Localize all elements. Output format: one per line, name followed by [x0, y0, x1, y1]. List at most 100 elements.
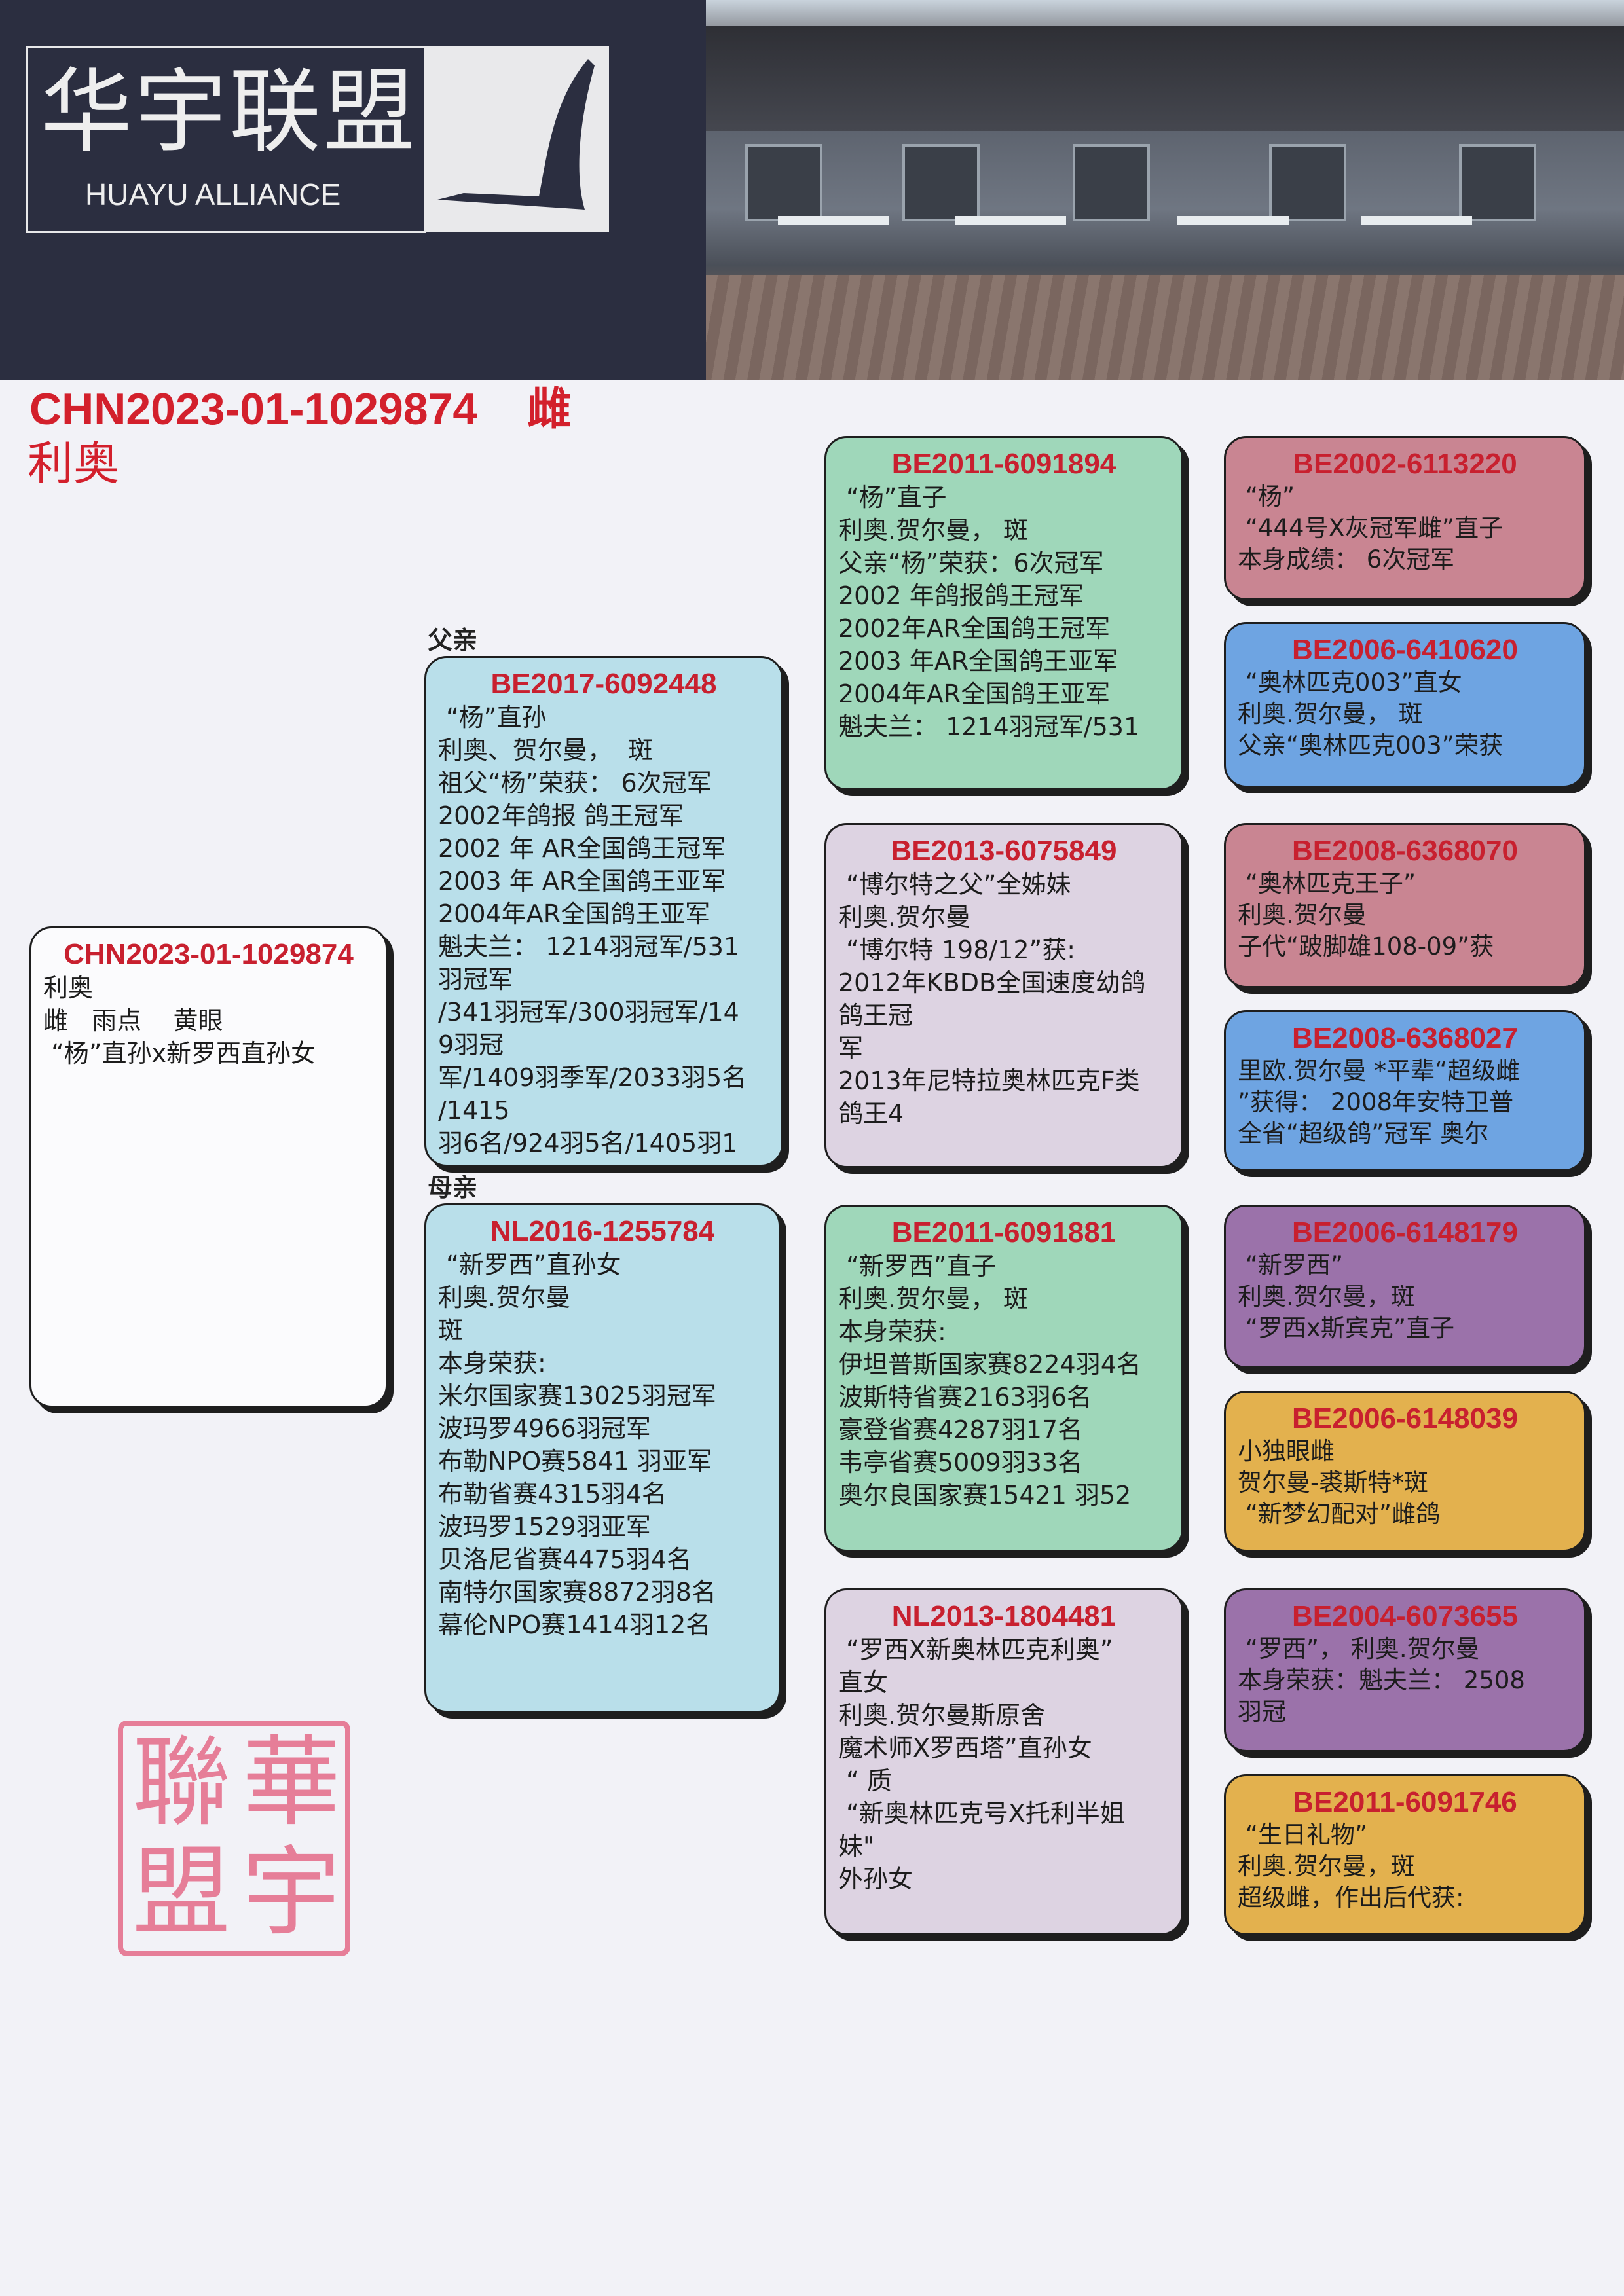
card-line: “新罗西”直孙女 [438, 1250, 621, 1279]
ring-number: BE2013-6075849 [891, 835, 1117, 867]
card-line: 羽冠 [1238, 1698, 1286, 1726]
card-line: 利奥.贺尔曼斯原舍 [838, 1701, 1046, 1730]
card-line: 波玛罗4966羽冠军 [438, 1414, 651, 1443]
card-line: “奥林匹克王子” [1238, 869, 1416, 898]
card-line: 直女 [838, 1668, 889, 1697]
ring-number: BE2008-6368070 [1292, 835, 1518, 867]
card-line: 小独眼雌 [1238, 1437, 1335, 1465]
ring-number: BE2011-6091746 [1293, 1786, 1517, 1818]
card-line: 羽冠军 [438, 965, 513, 994]
card-line: 布勒NPO赛5841 羽亚军 [438, 1447, 712, 1476]
card-line: 利奥 [43, 974, 94, 1002]
paternal-grandmother-card: BE2013-6075849 “博尔特之父”全姊妹利奥.贺尔曼 “博尔特 198… [824, 823, 1183, 1168]
card-line: 利奥.贺尔曼， 斑 [838, 1285, 1029, 1313]
ring-number: BE2002-6113220 [1293, 448, 1517, 480]
card-line: “ 质 [838, 1766, 892, 1795]
ring-number: CHN2023-01-1029874 [29, 384, 478, 434]
card-line: 超级雌，作出后代获: [1238, 1884, 1464, 1912]
card-line: 父亲“杨”荣获：6次冠军 [838, 549, 1104, 577]
card-line: 军/1409羽季军/2033羽5名 [438, 1063, 747, 1092]
ring-number: NL2016-1255784 [490, 1215, 715, 1247]
ring-number: BE2006-6410620 [1292, 634, 1518, 666]
card-line: 雌 雨点 黄眼 [43, 1006, 223, 1035]
seal-stamp: 華 宇 聯 盟 [118, 1721, 350, 1956]
card-line: “杨” [1238, 483, 1295, 511]
card-line: 利奥.贺尔曼，斑 [1238, 1852, 1415, 1880]
card-line: 子代“跛脚雄108-09”获 [1238, 932, 1494, 960]
great-grandparent-card: BE2011-6091746 “生日礼物” 利奥.贺尔曼，斑超级雌，作出后代获: [1224, 1774, 1586, 1935]
card-line: “新奥林匹克号X托利半姐 [838, 1799, 1125, 1828]
card-line: /341羽冠军/300羽冠军/14 [438, 998, 739, 1027]
card-line: 2004年AR全国鸽王亚军 [838, 680, 1111, 708]
card-line: “杨”直子 [838, 483, 947, 512]
pigeon-name: 利奥 [28, 437, 119, 490]
card-line: “新罗西” [1238, 1251, 1344, 1279]
card-line: 利奥.贺尔曼 [838, 903, 971, 932]
card-line: “杨”直孙 [438, 703, 547, 732]
ring-number: BE2004-6073655 [1292, 1600, 1518, 1632]
mother-label: 母亲 [428, 1173, 478, 1202]
ring-number: CHN2023-01-1029874 [64, 938, 354, 970]
card-line: 魁夫兰： 1214羽冠军/531 [838, 712, 1140, 741]
great-grandparent-card: BE2006-6410620 “奥林匹克003”直女利奥.贺尔曼， 斑父亲“奥林… [1224, 622, 1586, 788]
card-line: “新罗西”直子 [838, 1252, 997, 1281]
card-line: 本身荣获: [438, 1349, 546, 1377]
card-line: “罗西”， 利奥.贺尔曼 [1238, 1635, 1480, 1663]
card-line: 贝洛尼省赛4475羽4名 [438, 1545, 692, 1574]
card-line: 利奥.贺尔曼 [1238, 901, 1367, 929]
card-line: “奥林匹克003”直女 [1238, 668, 1462, 697]
card-line: 父亲“奥林匹克003”荣获 [1238, 731, 1503, 759]
card-line: 魁夫兰： 1214羽冠军/531 [438, 932, 740, 961]
card-line: 利奥.贺尔曼 [438, 1283, 571, 1312]
card-line: 伊坦普斯国家赛8224羽4名 [838, 1350, 1141, 1379]
card-line: 2003 年AR全国鸽王亚军 [838, 647, 1118, 676]
father-label: 父亲 [428, 626, 478, 655]
ring-number: NL2013-1804481 [891, 1600, 1116, 1632]
ring-number: BE2011-6091894 [891, 448, 1116, 480]
card-line: 羽6名/924羽5名/1405羽1 [438, 1129, 738, 1157]
mother-card: NL2016-1255784 “新罗西”直孙女利奥.贺尔曼斑本身荣获: 米尔国家赛… [424, 1203, 781, 1713]
card-line: 贺尔曼-裘斯特*斑 [1238, 1468, 1428, 1497]
card-line: 2002年AR全国鸽王冠军 [838, 614, 1111, 643]
ring-number: BE2006-6148179 [1292, 1216, 1518, 1248]
card-line: 奥尔良国家赛15421 羽52 [838, 1481, 1132, 1510]
logo-english: HUAYU ALLIANCE [85, 177, 341, 211]
card-line: “生日礼物” [1238, 1821, 1368, 1849]
card-line: 幕伦NPO赛1414羽12名 [438, 1611, 711, 1639]
subject-card: CHN2023-01-1029874 利奥雌 雨点 黄眼 “杨”直孙x新罗西直孙女 [29, 926, 388, 1408]
card-line: “罗西X新奥林匹克利奥” [838, 1635, 1113, 1664]
card-line: 利奥.贺尔曼，斑 [1238, 1283, 1415, 1311]
card-line: 本身荣获: [838, 1317, 946, 1346]
card-line: 2002年鸽报 鸽王冠军 [438, 801, 684, 830]
card-line: 南特尔国家赛8872羽8名 [438, 1578, 716, 1607]
card-line: 魔术师X罗西塔”直孙女 [838, 1734, 1092, 1762]
card-line: “新梦幻配对”雌鸽 [1238, 1500, 1441, 1528]
card-line: 波玛罗1529羽亚军 [438, 1512, 651, 1541]
card-line: 2013年尼特拉奥林匹克F类 [838, 1066, 1140, 1095]
logo: 华宇联盟 HUAYU ALLIANCE [26, 46, 609, 233]
card-line: 利奥.贺尔曼， 斑 [838, 516, 1029, 545]
loft-photo [706, 0, 1624, 380]
card-line: 本身荣获：魁夫兰： 2508 [1238, 1666, 1525, 1694]
card-line: “博尔特之父”全姊妹 [838, 870, 1071, 899]
card-line: “杨”直孙x新罗西直孙女 [43, 1039, 316, 1068]
card-line: 豪登省赛4287羽17名 [838, 1415, 1083, 1444]
card-line: 外孙女 [838, 1865, 913, 1893]
card-line: 利奥、贺尔曼， 斑 [438, 736, 654, 765]
card-line: 2004年AR全国鸽王亚军 [438, 900, 710, 928]
great-grandparent-card: BE2002-6113220 “杨” “444号X灰冠军雌”直子本身成绩： 6次… [1224, 436, 1586, 600]
card-line: 布勒省赛4315羽4名 [438, 1480, 667, 1508]
card-line: 2003 年 AR全国鸽王亚军 [438, 867, 726, 896]
card-line: 妹" [838, 1832, 875, 1861]
card-line: 军 [838, 1034, 864, 1063]
ring-number: BE2017-6092448 [490, 668, 717, 700]
great-grandparent-card: BE2004-6073655 “罗西”， 利奥.贺尔曼本身荣获：魁夫兰： 250… [1224, 1588, 1586, 1752]
pedigree-title: CHN2023-01-1029874 雌 [29, 385, 572, 433]
card-line: 斑 [438, 1316, 464, 1345]
ring-number: BE2008-6368027 [1292, 1022, 1518, 1054]
card-line: 米尔国家赛13025羽冠军 [438, 1381, 716, 1410]
card-line: 韦亭省赛5009羽33名 [838, 1448, 1083, 1477]
great-grandparent-card: BE2008-6368070 “奥林匹克王子” 利奥.贺尔曼子代“跛脚雄108-0… [1224, 823, 1586, 988]
header-banner: 华宇联盟 HUAYU ALLIANCE [0, 0, 1624, 380]
ring-number: BE2011-6091881 [891, 1216, 1116, 1248]
